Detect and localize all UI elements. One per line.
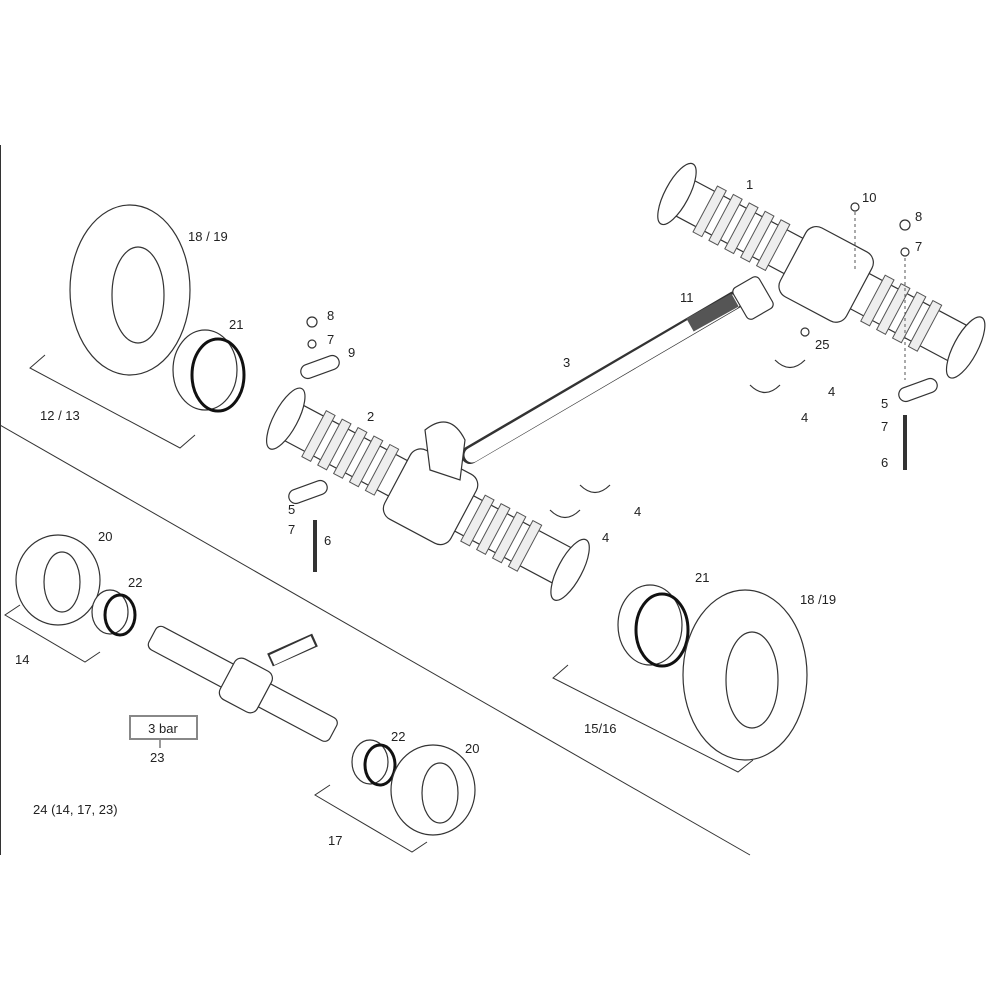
callout: 7 [915,239,922,254]
callout: 14 [15,652,29,667]
callout: 20 [465,741,479,756]
callout: 17 [328,833,342,848]
section-divider [0,424,751,856]
callout: 25 [815,337,829,352]
callout: 7 [881,419,888,434]
callout: 8 [327,308,334,323]
callout: 21 [695,570,709,585]
callout: 22 [128,575,142,590]
callout: 9 [348,345,355,360]
pressure-label: 3 bar [148,721,178,736]
pressure-label-box: 3 bar [129,715,198,748]
callout: 7 [327,332,334,347]
callout: 18 /19 [800,592,836,607]
callout: 7 [288,522,295,537]
callout: 15/16 [584,721,617,736]
callout: 20 [98,529,112,544]
small-axle [147,625,338,742]
callout: 23 [150,750,164,765]
callout-labels: 1 10 8 7 11 25 3 4 4 5 7 6 8 7 9 2 5 7 6… [15,177,922,848]
callout: 10 [862,190,876,205]
callout: 22 [391,729,405,744]
small-wheel-right [351,739,476,836]
group-brackets [4,354,754,853]
fasteners [288,202,938,572]
small-wheel-left [15,534,137,637]
callout: 5 [288,502,295,517]
rear-axle [657,162,986,379]
callout: 1 [746,177,753,192]
callout: 12 / 13 [40,408,80,423]
drive-shaft [461,276,774,464]
callout: 18 / 19 [188,229,228,244]
callout: 6 [881,455,888,470]
front-axle [266,387,590,601]
callout: 4 [828,384,835,399]
tire-upper-left [69,204,246,413]
callout: 4 [801,410,808,425]
callout: 21 [229,317,243,332]
callout: 11 [680,290,694,305]
callout: 6 [324,533,331,548]
callout: 3 [563,355,570,370]
callout: 8 [915,209,922,224]
callout: 5 [881,396,888,411]
callout: 4 [602,530,609,545]
callout: 4 [634,504,641,519]
callout: 2 [367,409,374,424]
tire-lower-right [617,584,808,761]
callout: 24 (14, 17, 23) [33,802,118,817]
